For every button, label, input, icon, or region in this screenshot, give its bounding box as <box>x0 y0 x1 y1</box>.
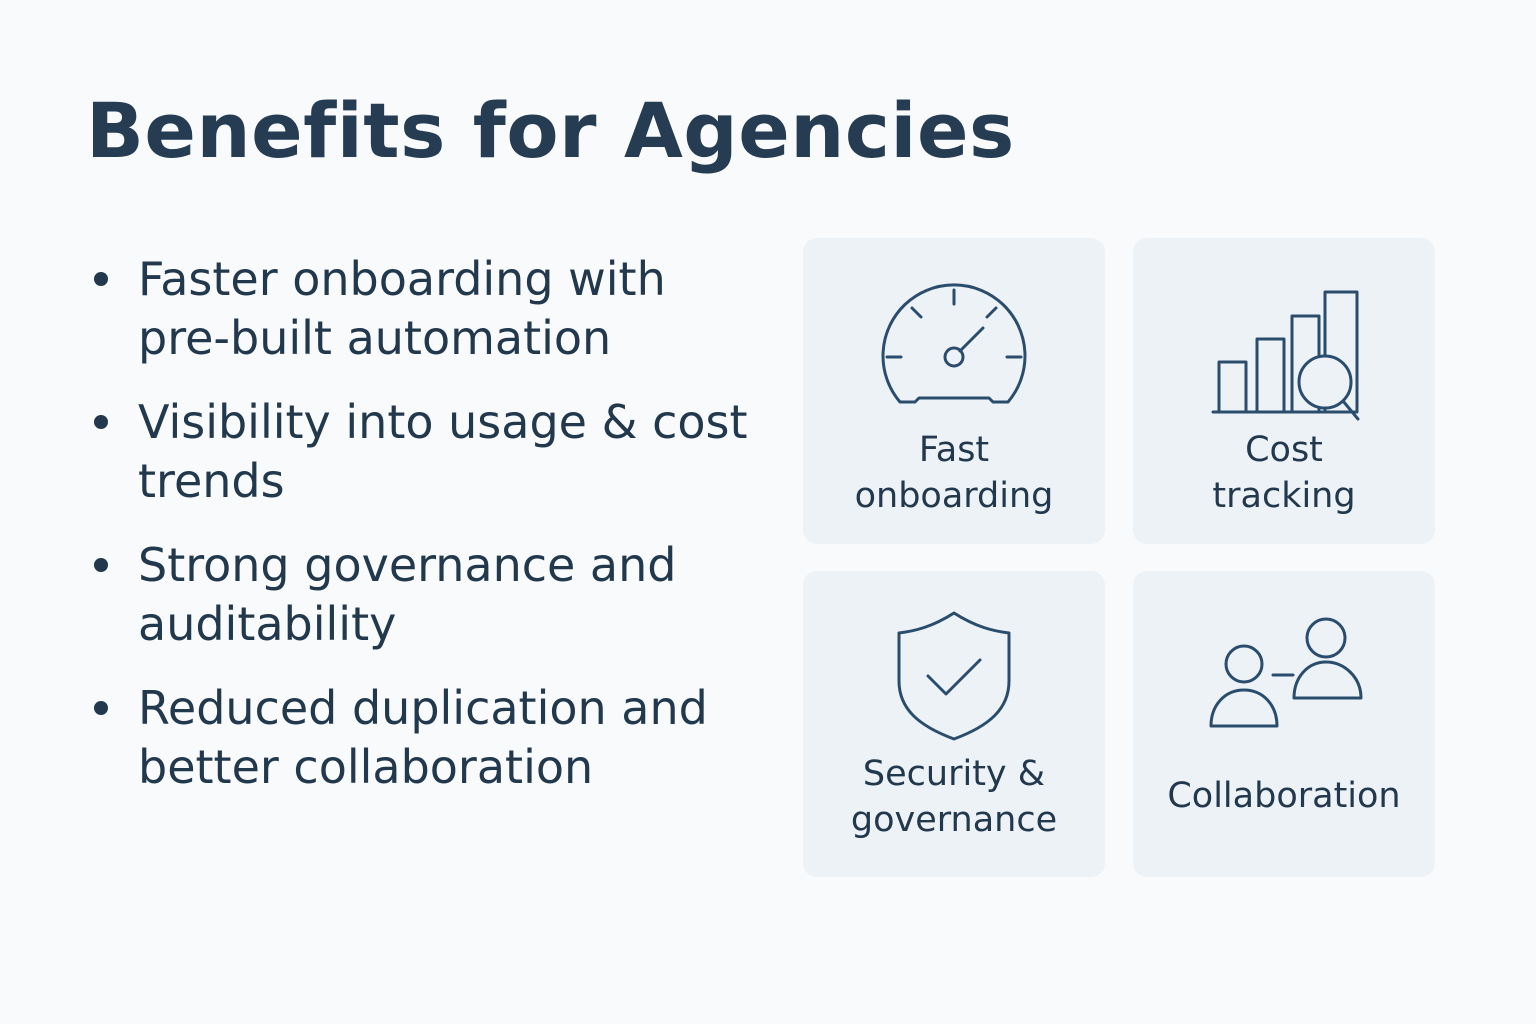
card-cost-tracking: Cost tracking <box>1133 238 1435 544</box>
bullet-text: Faster onboarding with pre-built automat… <box>138 252 666 365</box>
card-fast-onboarding: Fast onboarding <box>803 238 1105 544</box>
page-title: Benefits for Agencies <box>86 86 1015 175</box>
card-security-governance: Security & governance <box>803 571 1105 877</box>
list-item: Visibility into usage & cost trends <box>86 393 766 511</box>
card-label: Collaboration <box>1167 776 1401 816</box>
bullet-dot-icon <box>94 415 108 429</box>
bar-chart-magnifier-icon <box>1211 290 1360 421</box>
bullet-text: Reduced duplication and better collabora… <box>138 681 708 794</box>
bullet-dot-icon <box>94 701 108 715</box>
shield-check-icon <box>897 611 1011 741</box>
bullet-text: Strong governance and auditability <box>138 538 677 651</box>
speedometer-icon <box>881 283 1027 404</box>
list-item: Strong governance and auditability <box>86 536 766 654</box>
list-item: Faster onboarding with pre-built automat… <box>86 250 766 368</box>
bullet-dot-icon <box>94 272 108 286</box>
bullet-text: Visibility into usage & cost trends <box>138 395 748 508</box>
card-label: Cost tracking <box>1212 430 1356 516</box>
benefits-list: Faster onboarding with pre-built automat… <box>86 250 766 822</box>
card-collaboration: Collaboration <box>1133 571 1435 877</box>
list-item: Reduced duplication and better collabora… <box>86 679 766 797</box>
bullet-dot-icon <box>94 558 108 572</box>
card-label: Fast onboarding <box>854 430 1054 516</box>
two-people-icon <box>1209 617 1363 728</box>
card-label: Security & governance <box>850 754 1058 840</box>
